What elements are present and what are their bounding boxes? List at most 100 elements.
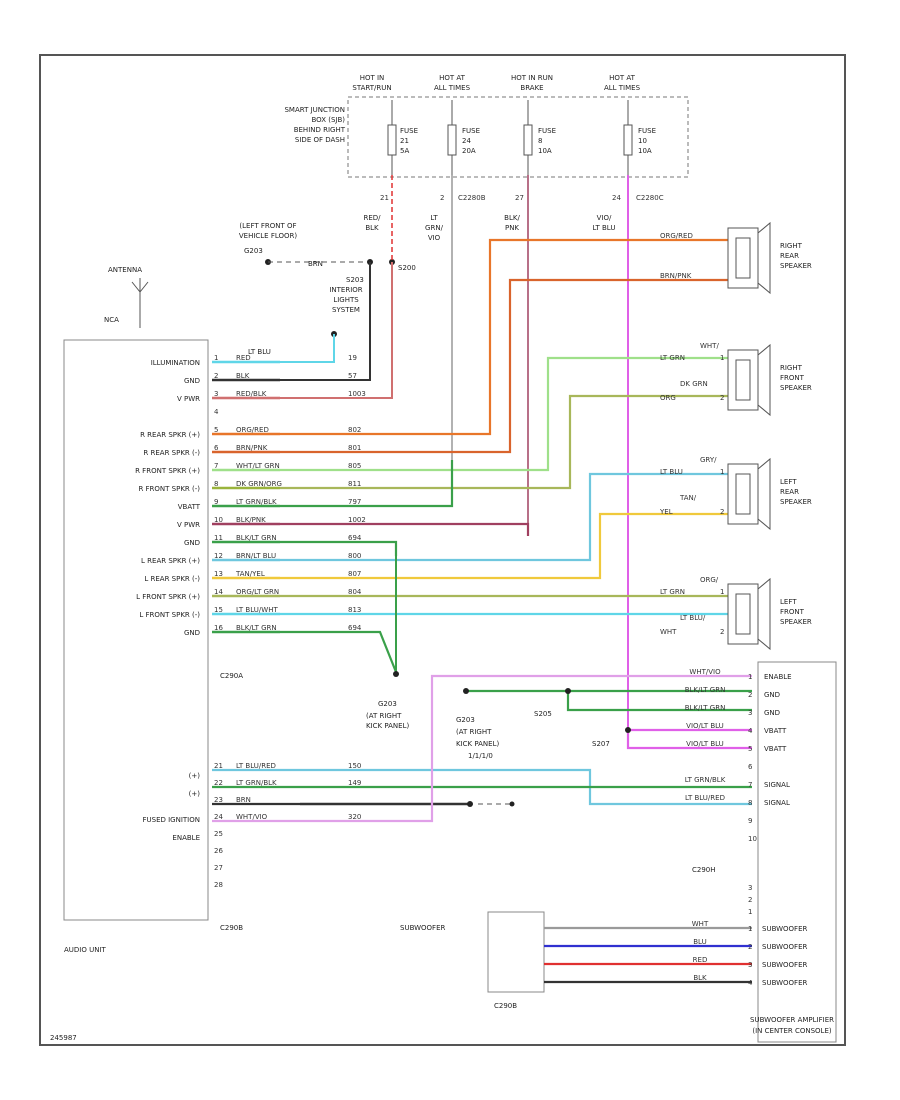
fuse-box-outline — [347, 96, 689, 178]
pin-number: 1 — [214, 354, 218, 362]
speaker-name: SPEAKER — [780, 262, 812, 270]
ground-id: G203 — [378, 700, 397, 708]
wire-color: BLK/PNK — [236, 516, 266, 524]
fuse-box-label-line: SMART JUNCTION — [284, 106, 345, 114]
fuse-text: FUSE — [638, 127, 656, 135]
speaker-name: LEFT — [780, 478, 797, 486]
fuse-header: BRAKE — [520, 84, 543, 92]
footer-code: 245987 — [50, 1034, 77, 1042]
interior-lights: INTERIOR LIGHTS SYSTEM LT BLU — [248, 286, 363, 356]
wire-color: LT GRN — [660, 588, 685, 596]
audio-pin-function: V PWR — [177, 395, 200, 403]
pin-number: 6 — [214, 444, 219, 452]
wire — [280, 394, 728, 490]
ground-id: G203 — [456, 716, 475, 724]
wire-color: VIO/LT BLU — [686, 722, 724, 730]
audio-pin-function: R REAR SPKR (-) — [143, 449, 200, 457]
amp-row: 9 — [748, 817, 752, 825]
ground-label: (AT RIGHT — [366, 712, 402, 720]
circuit-number: 149 — [348, 779, 361, 787]
connector-label: C2280B — [458, 194, 486, 202]
ground-label: VEHICLE FLOOR) — [239, 232, 298, 240]
wire-color: LT BLU/WHT — [236, 606, 278, 614]
pin-number: 16 — [214, 624, 223, 632]
ground-right-2: S205 G203 (AT RIGHT KICK PANEL) 1/1/1/0 … — [456, 688, 631, 760]
pin-number: 3 — [214, 390, 218, 398]
fuse-header: START/RUN — [352, 84, 391, 92]
wire-color: RED/ — [363, 214, 381, 222]
amp-pin-function: GND — [764, 691, 780, 699]
wire-color: WHT — [660, 628, 677, 636]
fuse-text: 8 — [538, 137, 542, 145]
wire-color: BLK/ — [504, 214, 520, 222]
wire — [280, 522, 530, 536]
pin-number: 26 — [214, 847, 223, 855]
interior-label: LIGHTS — [333, 296, 359, 304]
wire-color: ORG — [660, 394, 676, 402]
amp-pin-function: VBATT — [764, 745, 787, 753]
wire-color: PNK — [505, 224, 519, 232]
amp-pin-function: VBATT — [764, 727, 787, 735]
speaker-name: SPEAKER — [780, 618, 812, 626]
audio-pin-function: (+) — [189, 772, 201, 780]
fuse-text: FUSE — [538, 127, 556, 135]
audio-lower-row: 26 — [214, 847, 223, 855]
interior-label: SYSTEM — [332, 306, 360, 314]
pin-label: 24 — [612, 194, 621, 202]
fuse-headers: HOT IN START/RUN HOT AT ALL TIMES HOT IN… — [352, 74, 640, 92]
pin-label: 2 — [440, 194, 444, 202]
wire-color-prefix: GRY/ — [700, 456, 717, 464]
pin-number: 24 — [214, 813, 223, 821]
audio-pin-function: L FRONT SPKR (-) — [139, 611, 200, 619]
wire-color-prefix: TAN/ — [679, 494, 697, 502]
audio-pin-function: (+) — [189, 790, 201, 798]
circuit-number: 801 — [348, 444, 361, 452]
wire-color: BLK — [236, 372, 250, 380]
wire-color-prefix: WHT/ — [700, 342, 719, 350]
pin-number: 8 — [214, 480, 218, 488]
wire-color: ORG/RED — [660, 232, 693, 240]
circuit-number: 805 — [348, 462, 361, 470]
subwoofer-box — [487, 911, 545, 993]
wire — [280, 356, 728, 472]
amp-box — [757, 661, 837, 1043]
pin-number: 3 — [748, 884, 752, 892]
fuse-header: HOT AT — [609, 74, 636, 82]
subwoofer-label: SUBWOOFER — [400, 924, 446, 932]
audio-pin-function: L REAR SPKR (+) — [141, 557, 200, 565]
speaker-name: RIGHT — [780, 364, 803, 372]
wire-color: BRN/LT BLU — [236, 552, 276, 560]
pin-number: 10 — [214, 516, 223, 524]
pin-number: 21 — [214, 762, 223, 770]
ground-label: (AT RIGHT — [456, 728, 492, 736]
pin-number: 11 — [214, 534, 223, 542]
amp-title: SUBWOOFER AMPLIFIER — [750, 1016, 834, 1024]
speaker-name: FRONT — [780, 608, 805, 616]
connector-label: C290B — [494, 1002, 517, 1010]
fuse-header: HOT IN — [360, 74, 385, 82]
audio-pin-function: VBATT — [178, 503, 201, 511]
amp-row: 10 — [748, 835, 757, 843]
audio-pin-function: L REAR SPKR (-) — [144, 575, 200, 583]
circuit-number: 800 — [348, 552, 361, 560]
speaker-wires — [280, 238, 752, 823]
connector-label: C2280C — [636, 194, 664, 202]
circuit-number: 19 — [348, 354, 357, 362]
audio-pin-function: R REAR SPKR (+) — [140, 431, 200, 439]
ground-top: (LEFT FRONT OF VEHICLE FLOOR) G203 BRN S… — [239, 222, 416, 284]
circuit-number: 804 — [348, 588, 362, 596]
pin-number: 1 — [748, 925, 752, 933]
pin-number: 14 — [214, 588, 223, 596]
speaker-name: FRONT — [780, 374, 805, 382]
wire-color: BRN/PNK — [660, 272, 692, 280]
pin-number: 4 — [748, 979, 753, 987]
